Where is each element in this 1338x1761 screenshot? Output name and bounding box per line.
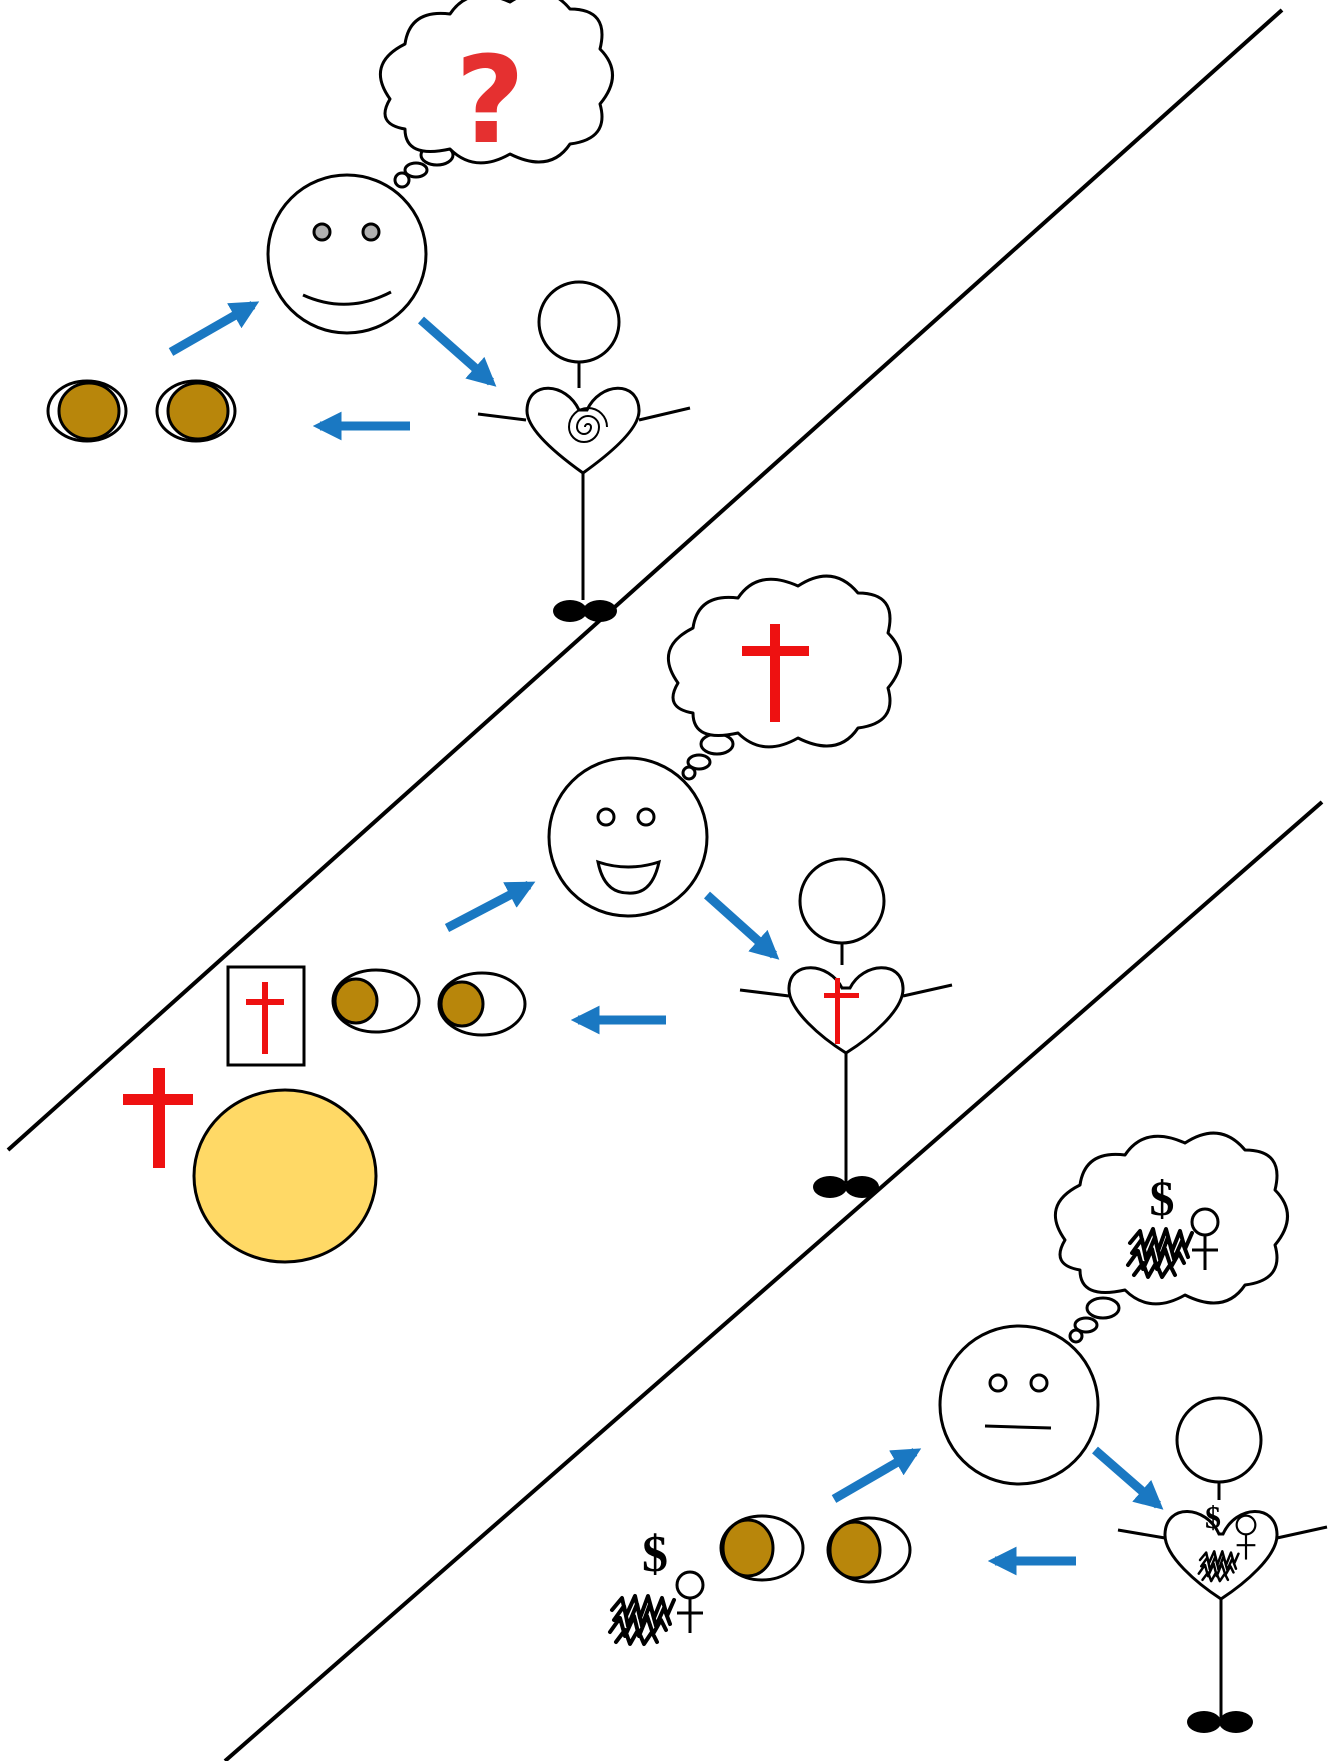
sun-circle: [192, 1088, 378, 1264]
panel-middle: [123, 574, 953, 1264]
left-eye: [988, 1373, 1008, 1393]
money-and-woman-icon: $: [608, 1526, 705, 1646]
spiral-icon: [567, 407, 608, 443]
money-and-woman-icon: $: [1197, 1499, 1257, 1583]
dollar-icon: $: [1205, 1499, 1221, 1535]
left-eye: [312, 222, 332, 242]
sun-with-cross: [123, 1068, 378, 1264]
cross-icon: [824, 978, 859, 1044]
stick-figure: $: [1117, 1396, 1328, 1733]
stick-figure: [739, 857, 953, 1198]
arrow-mind-to-heart: [418, 316, 497, 387]
arrow-eyes-to-mind: [444, 881, 536, 932]
panel-bottom: $ $: [608, 1131, 1328, 1733]
bible-book-icon: [226, 965, 306, 1067]
dollar-icon: $: [642, 1526, 668, 1583]
panel-divider-lower: [223, 800, 1324, 1761]
neutral-face: [938, 1324, 1100, 1486]
right-eye: [361, 222, 381, 242]
mouth-grin: [596, 859, 662, 895]
thought-bubble: [666, 574, 902, 781]
right-eye: [636, 807, 656, 827]
arrow-eyes-to-mind: [168, 301, 260, 356]
eye-pair: [331, 968, 527, 1037]
cross-icon: [123, 1068, 193, 1168]
money-and-woman-icon: $: [1126, 1170, 1220, 1279]
grinning-face: [547, 756, 709, 918]
eye-pair: [46, 379, 237, 443]
arrow-mind-to-heart: [703, 891, 780, 960]
arrow-mind-to-heart: [1092, 1446, 1164, 1510]
dollar-icon: $: [1150, 1170, 1175, 1226]
panel-top: ?: [46, 0, 691, 622]
panel-divider-upper: [6, 8, 1284, 1152]
thought-bubble: $: [1053, 1131, 1289, 1344]
cross-icon: [742, 624, 809, 722]
mouth-smile: [302, 290, 392, 306]
left-eye: [596, 807, 616, 827]
smiley-face: [266, 173, 428, 335]
thought-bubble: ?: [378, 0, 614, 189]
mouth-neutral: [984, 1424, 1052, 1430]
eye-pair: [719, 1514, 912, 1584]
stick-figure: [477, 280, 691, 622]
arrow-eyes-to-mind: [831, 1448, 922, 1503]
question-mark-icon: ?: [455, 32, 525, 171]
right-eye: [1029, 1373, 1049, 1393]
